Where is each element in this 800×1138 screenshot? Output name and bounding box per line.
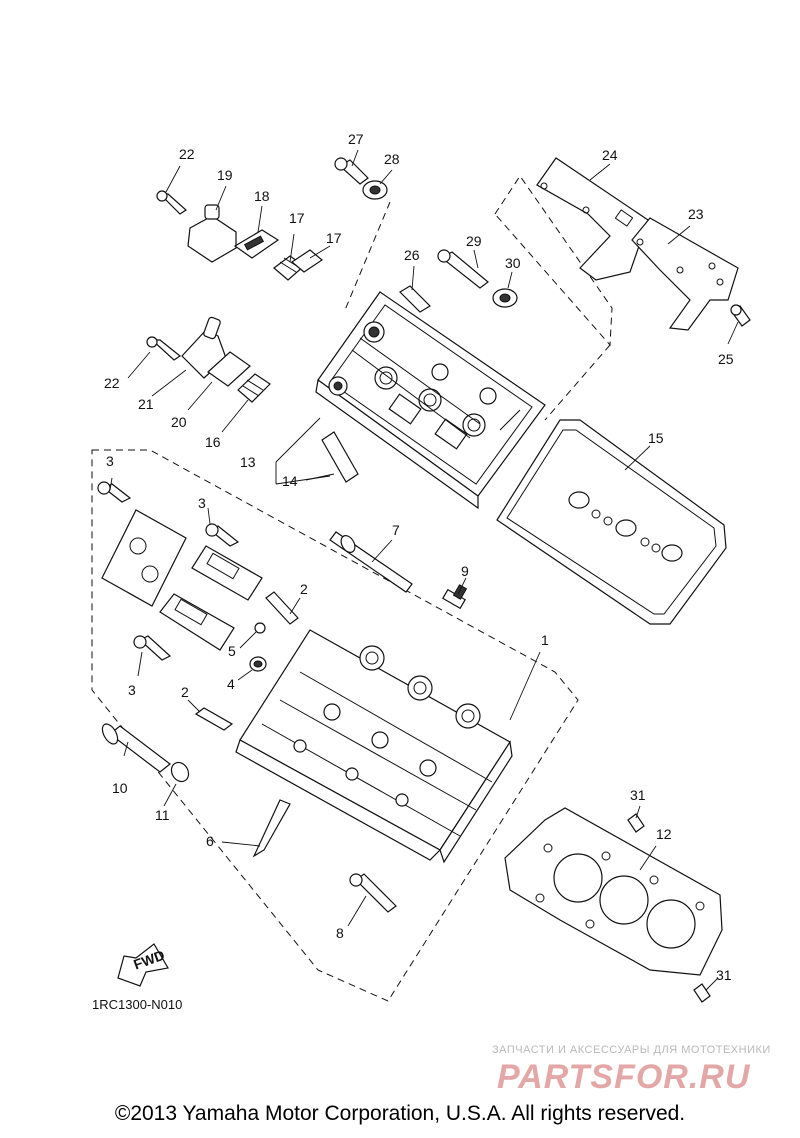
cylinder-head-gasket <box>504 807 723 1003</box>
callout-16: 16 <box>205 434 221 450</box>
callout-15: 15 <box>648 430 664 446</box>
callout-4: 4 <box>227 676 235 692</box>
fwd-arrow-icon: FWD <box>117 943 169 987</box>
callout-5: 5 <box>228 643 236 659</box>
callout-7: 7 <box>392 522 400 538</box>
cylinder-head-cover <box>315 291 546 510</box>
callout-3: 3 <box>128 682 136 698</box>
callout-14: 14 <box>282 473 298 489</box>
callout-31: 31 <box>630 787 646 803</box>
callout-22: 22 <box>179 146 195 162</box>
callout-13: 13 <box>240 454 256 470</box>
callout-23: 23 <box>688 206 704 222</box>
camshaft-caps <box>101 509 263 651</box>
reed-valve-parts-upper <box>156 190 324 281</box>
callout-21: 21 <box>138 396 154 412</box>
copyright-notice: ©2013 Yamaha Motor Corporation, U.S.A. A… <box>114 1102 686 1125</box>
callout-17: 17 <box>289 210 305 226</box>
cylinder-head <box>235 629 513 864</box>
diagram-code: 1RC1300-N010 <box>92 997 183 1012</box>
head-fasteners <box>101 431 468 913</box>
leader-lines <box>109 149 739 991</box>
callout-28: 28 <box>384 151 400 167</box>
watermark-subtitle: ЗАПЧАСТИ И АКСЕССУАРЫ ДЛЯ МОТОТЕХНИКИ <box>492 1044 771 1056</box>
callout-2: 2 <box>181 684 189 700</box>
callout-30: 30 <box>505 255 521 271</box>
cover-bolts <box>334 157 751 327</box>
callout-25: 25 <box>718 351 734 367</box>
callout-8: 8 <box>336 925 344 941</box>
callout-24: 24 <box>602 147 618 163</box>
callout-31: 31 <box>716 967 732 983</box>
callout-3: 3 <box>198 495 206 511</box>
callout-20: 20 <box>171 414 187 430</box>
callout-12: 12 <box>656 826 672 842</box>
callout-1: 1 <box>541 632 549 648</box>
head-cover-gasket <box>496 419 727 625</box>
callout-22: 22 <box>104 375 120 391</box>
reed-valve-parts-lower <box>146 316 271 403</box>
svg-text:PARTSFOR.RU: PARTSFOR.RU <box>497 1058 751 1094</box>
callout-19: 19 <box>217 167 233 183</box>
callout-3: 3 <box>106 453 114 469</box>
callout-27: 27 <box>348 131 364 147</box>
callout-numbers: 1 2 2 3 3 3 4 5 6 7 8 9 10 11 12 13 14 1… <box>104 131 734 983</box>
callout-26: 26 <box>404 247 420 263</box>
callout-11: 11 <box>155 807 170 823</box>
head-cover-assembly-outline <box>494 175 613 347</box>
callout-18: 18 <box>254 188 270 204</box>
callout-2: 2 <box>300 581 308 597</box>
callout-6: 6 <box>206 833 214 849</box>
callout-10: 10 <box>112 780 128 796</box>
cover-plates <box>536 157 739 331</box>
watermark-logo: PARTSFOR.RU <box>497 1058 751 1094</box>
callout-17: 17 <box>326 230 342 246</box>
callout-9: 9 <box>461 563 469 579</box>
callout-29: 29 <box>466 233 482 249</box>
